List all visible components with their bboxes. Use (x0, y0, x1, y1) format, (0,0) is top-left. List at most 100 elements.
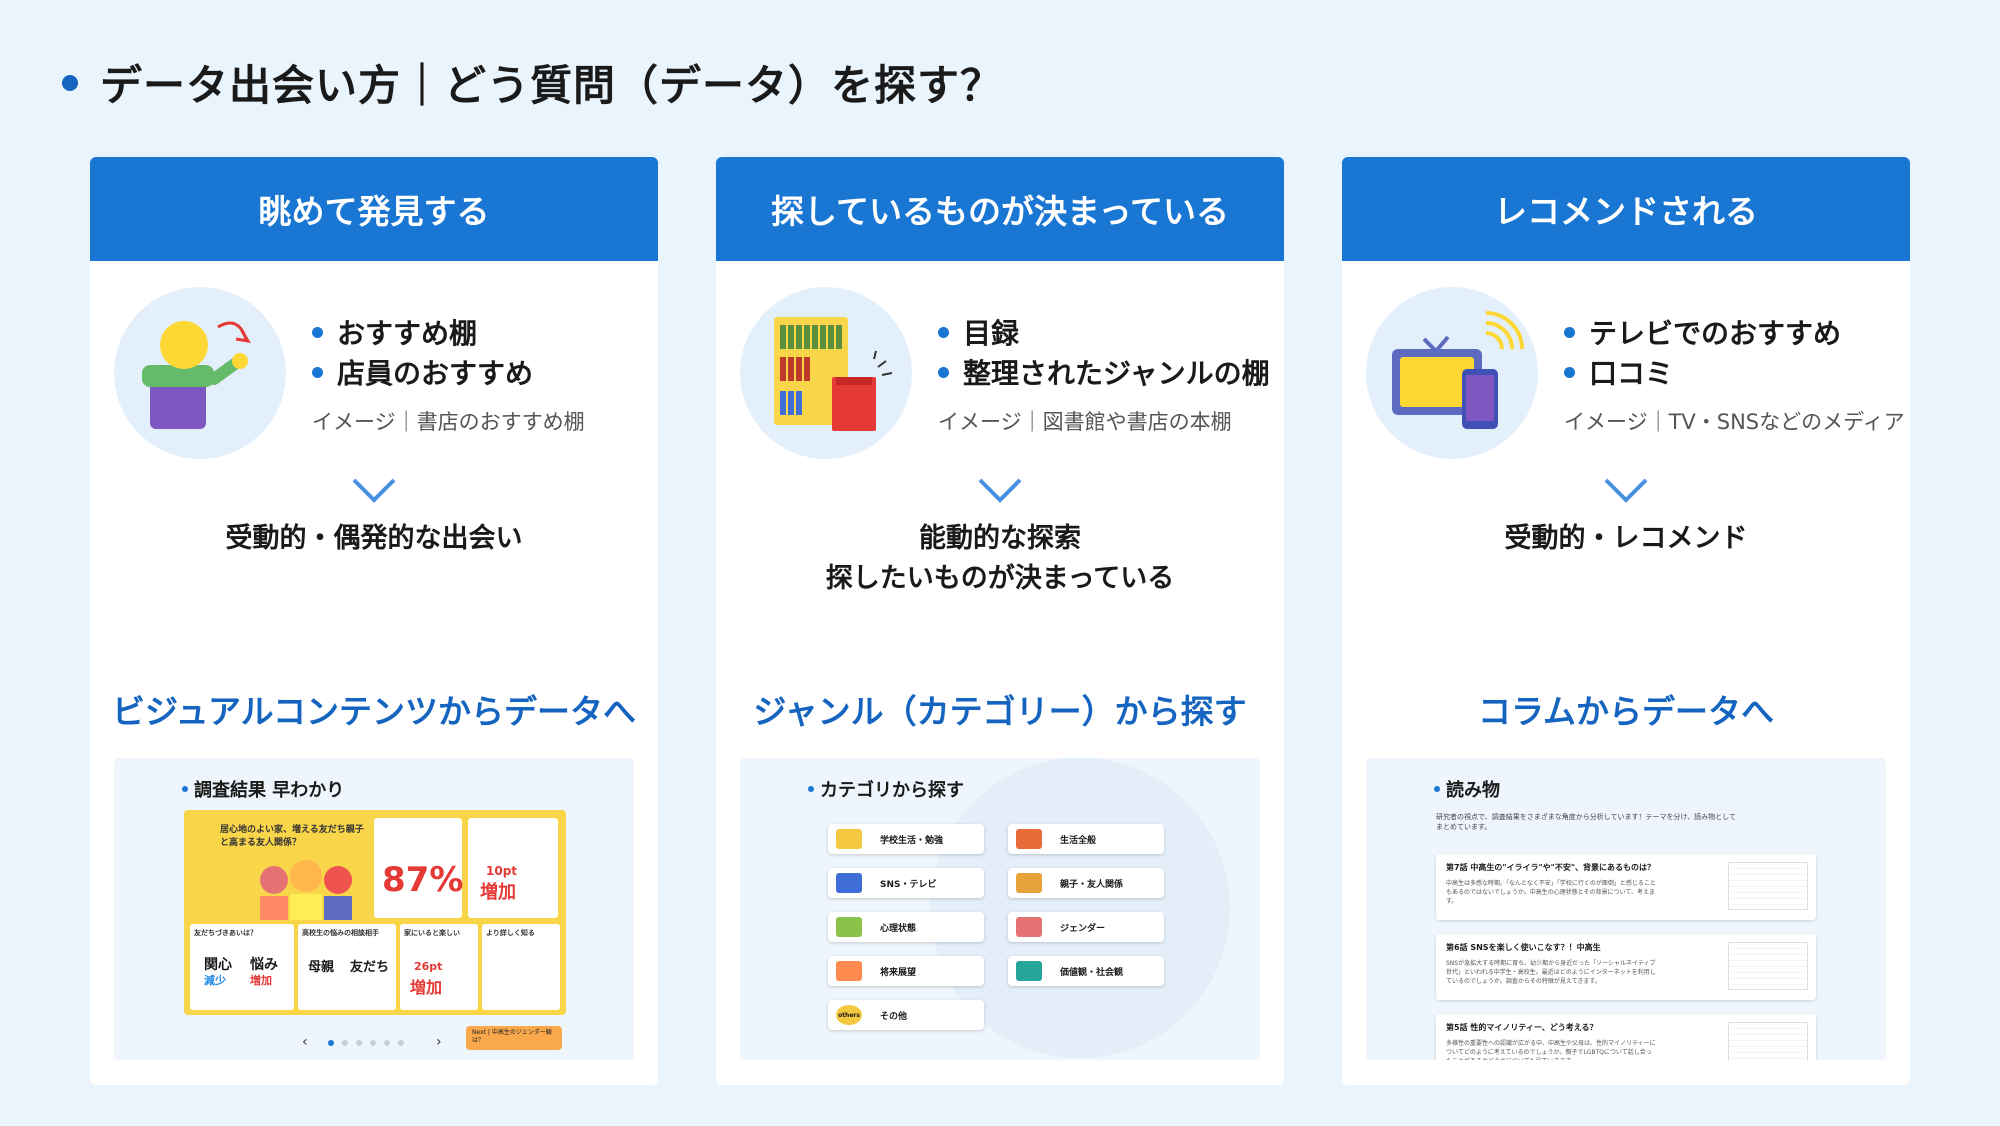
category-button[interactable]: SNS・テレビ (828, 868, 984, 898)
visual-content-link[interactable]: ビジュアルコンテンツからデータへ (111, 692, 637, 731)
infographic-panel: 居心地のよい家、増える友だち親子と高まる友人関係？ 87% 10pt 増加 友だ… (184, 810, 566, 1015)
chevron-left-icon[interactable]: ‹ (302, 1034, 308, 1050)
preview-title-text: 調査結果 早わかり (194, 780, 345, 801)
column-intro: 研究者の視点で、調査結果をさまざまな角度から分析しています！テーマを分け、読み物… (1436, 813, 1736, 831)
image-caption: イメージ｜TV・SNSなどのメディア (1564, 410, 1905, 434)
next-button[interactable]: Next | 中高生のジェンダー観は？ (466, 1026, 562, 1050)
category-label: その他 (880, 1011, 908, 1022)
family-illustration (260, 860, 352, 920)
category-label: 親子・友人関係 (1060, 879, 1124, 890)
preview-title: カテゴリから探す (808, 776, 964, 802)
tile-word: 悩み (250, 957, 278, 973)
stat-tile: 高校生の悩みの相談相手 母親 友だち (298, 924, 396, 1010)
approach-line: 受動的・偶発的な出会い (225, 523, 523, 554)
category-label: 将来展望 (880, 967, 917, 978)
carousel-dot[interactable] (356, 1040, 362, 1046)
tile-word: 母親 (308, 960, 335, 975)
category-button[interactable]: 生活全般 (1008, 824, 1164, 854)
article-body: 中高生は多感な時期。「なんとなく不安」「学校に行くのが面倒」と感じることもあるの… (1446, 880, 1656, 905)
category-button[interactable]: 学校生活・勉強 (828, 824, 984, 854)
page-title: データ出会い方｜どう質問（データ）を探す？ (62, 52, 1003, 113)
approach-text: 能動的な探索 探したいものが決まっている (716, 519, 1284, 599)
tile-label: 高校生の悩みの相談相手 (302, 929, 379, 937)
tile-label: 家にいると楽しい (404, 929, 460, 937)
bullet-dot (312, 366, 323, 378)
carousel-dot[interactable] (384, 1040, 390, 1046)
category-preview[interactable]: カテゴリから探す 学校生活・勉強 生活全般 SNS・テレビ 親子・友人関係 心理… (740, 758, 1260, 1060)
category-search-link[interactable]: ジャンル（カテゴリー）から探す (753, 692, 1247, 731)
approach-text: 受動的・偶発的な出会い (90, 519, 658, 559)
stat-card: 10pt 増加 (468, 818, 558, 918)
article-card[interactable]: 第6話 SNSを楽しく使いこなす？！中高生 SNSが急拡大する時期に育ち、幼少期… (1436, 934, 1816, 1000)
preview-title: 調査結果 早わかり (182, 776, 344, 802)
bullet-dot (312, 326, 323, 338)
bullet-item: 口コミ (1564, 352, 1905, 392)
tile-word: 増加 (410, 978, 443, 997)
article-chart-thumbnail (1728, 942, 1808, 990)
preview-title: 読み物 (1434, 776, 1500, 802)
category-button[interactable]: others その他 (828, 1000, 984, 1030)
column-preview[interactable]: 読み物 研究者の視点で、調査結果をさまざまな角度から分析しています！テーマを分け… (1366, 758, 1886, 1060)
category-button[interactable]: 将来展望 (828, 956, 984, 986)
chevron-down-icon (978, 478, 1022, 503)
carousel-dot[interactable] (398, 1040, 404, 1046)
title-bullet (62, 74, 78, 91)
preview-title-dot (1434, 786, 1440, 792)
signpost-icon (836, 961, 862, 981)
tile-word: 関心 (204, 957, 232, 973)
chevron-right-icon[interactable]: › (436, 1034, 442, 1050)
visual-summary-preview[interactable]: 調査結果 早わかり 居心地のよい家、増える友だち親子と高まる友人関係？ 87% … (114, 758, 634, 1060)
bullet-list: おすすめ棚 店員のおすすめ イメージ｜書店のおすすめ棚 (312, 312, 585, 436)
carousel-dot[interactable] (342, 1040, 348, 1046)
category-button[interactable]: 親子・友人関係 (1008, 868, 1164, 898)
bullet-text: 店員のおすすめ (337, 357, 534, 390)
stat-value: 87% (382, 860, 464, 900)
bullet-item: テレビでのおすすめ (1564, 312, 1905, 352)
carousel-dots[interactable] (328, 1040, 404, 1046)
category-button[interactable]: 心理状態 (828, 912, 984, 942)
bullet-text: 目録 (963, 317, 1020, 350)
bullet-text: 口コミ (1589, 357, 1674, 390)
category-label: 生活全般 (1060, 835, 1097, 846)
others-icon: others (836, 1005, 862, 1025)
stat-tile: 友だちづきあいは？ 関心 悩み 減少 増加 (190, 924, 294, 1010)
category-label: ジェンダー (1060, 923, 1106, 934)
card-browse: 眺めて発見する おすすめ棚 店員のおすすめ イメージ｜書店のおすすめ棚 受動的・… (90, 157, 658, 1085)
article-card[interactable]: 第7話 中高生の"イライラ"や"不安"、背景にあるものは？ 中高生は多感な時期。… (1436, 854, 1816, 920)
article-card[interactable]: 第5話 性的マイノリティー、どう考える？ 多様性の重要性への認識が広がる中、中高… (1436, 1014, 1816, 1060)
article-title: 第6話 SNSを楽しく使いこなす？！中高生 (1446, 943, 1601, 952)
column-link[interactable]: コラムからデータへ (1477, 692, 1774, 731)
article-body: 多様性の重要性への認識が広がる中、中高生や父母は、性的マイノリティーについてどの… (1446, 1040, 1656, 1060)
stat-card: 87% (374, 818, 464, 918)
more-info-tile[interactable]: より詳しく知る (482, 924, 560, 1010)
bullet-text: おすすめ棚 (337, 317, 478, 350)
tile-word: 減少 (204, 974, 226, 987)
bullet-item: 目録 (938, 312, 1270, 352)
stat-tile: 家にいると楽しい 26pt 増加 (400, 924, 478, 1010)
category-button[interactable]: ジェンダー (1008, 912, 1164, 942)
chevron-down-icon (352, 478, 396, 503)
bullet-dot (1564, 366, 1575, 378)
tile-label: 友だちづきあいは？ (194, 929, 257, 937)
bullet-dot (938, 326, 949, 338)
bullet-text: テレビでのおすすめ (1589, 317, 1842, 350)
bullet-item: おすすめ棚 (312, 312, 585, 352)
infographic-headline: 居心地のよい家、増える友だち親子と高まる友人関係？ (220, 825, 364, 848)
tile-word: 友だち (350, 960, 390, 975)
bullet-item: 整理されたジャンルの棚 (938, 352, 1270, 392)
carousel-dot[interactable] (328, 1040, 334, 1046)
card-recommend: レコメンドされる テレビでのおすすめ 口コミ イメージ｜TV・SNSなどのメディ… (1342, 157, 1910, 1085)
approach-line: 能動的な探索 (919, 523, 1081, 554)
preview-title-dot (808, 786, 814, 792)
image-caption: イメージ｜図書館や書店の本棚 (938, 410, 1232, 434)
tv-icon (836, 873, 862, 893)
article-body: SNSが急拡大する時期に育ち、幼少期から身近だった「ソーシャルネイティブ世代」と… (1446, 960, 1656, 985)
category-label: 学校生活・勉強 (880, 835, 944, 846)
bookshelf-illustration (740, 287, 912, 459)
tile-word: 26pt (414, 960, 443, 973)
article-title: 第7話 中高生の"イライラ"や"不安"、背景にあるものは？ (1446, 863, 1656, 872)
bullet-item: 店員のおすすめ (312, 352, 585, 392)
bullet-dot (1564, 326, 1575, 338)
carousel-dot[interactable] (370, 1040, 376, 1046)
category-button[interactable]: 価値観・社会観 (1008, 956, 1164, 986)
